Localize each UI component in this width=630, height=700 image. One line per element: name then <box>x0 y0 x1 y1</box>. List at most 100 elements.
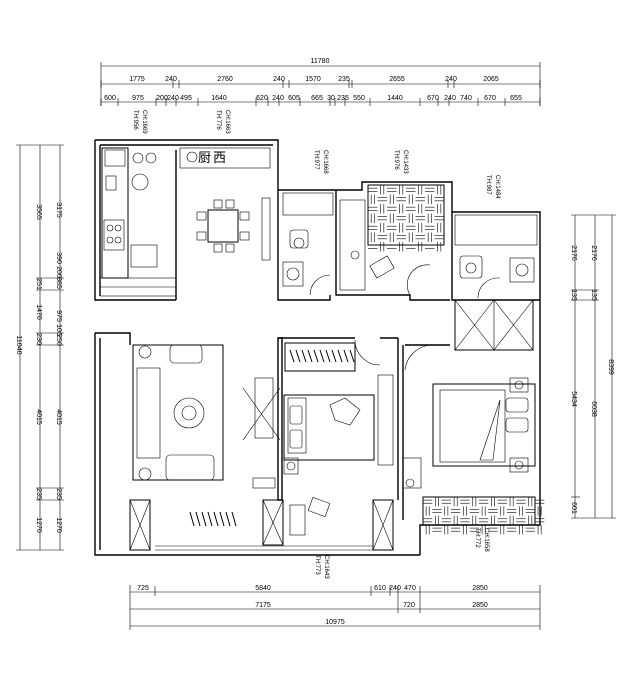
top-dim-2: 240 <box>167 95 179 102</box>
top-dim-2: 1640 <box>211 95 227 102</box>
ch-label: CH:1484 <box>494 175 500 199</box>
top-dim-2: 620 <box>256 95 268 102</box>
left-total-dim: 11040 <box>15 336 22 355</box>
hanger <box>325 349 331 363</box>
top-dim: 2655 <box>389 76 405 83</box>
height-labels: CH:1669 TH:956 CH:1663 TH:776 CH:1668 TH… <box>132 110 500 579</box>
left-dim: 1470 <box>35 304 42 320</box>
right-dim: 2176 <box>570 245 577 261</box>
bottom-dim: 470 <box>404 585 416 592</box>
hanger <box>219 511 225 527</box>
hanger <box>319 349 325 363</box>
top-dim-2: 670 <box>427 95 439 102</box>
left-dim-2: 105 <box>55 324 62 336</box>
top-dim-2: 600 <box>104 95 116 102</box>
ch-label: CH:1669 <box>141 110 147 134</box>
top-dim: 240 <box>445 76 457 83</box>
kitchen-label: 厨 <box>198 151 211 166</box>
hanger <box>231 511 237 527</box>
bottom-total-dim: 10975 <box>325 619 345 626</box>
top-dim-2: 605 <box>288 95 300 102</box>
left-dim-2: 390 <box>55 252 62 264</box>
top-dim-2: 975 <box>132 95 144 102</box>
th-label: TH:956 <box>132 110 138 130</box>
top-dim-2: 665 <box>311 95 323 102</box>
top-dim: 240 <box>165 76 177 83</box>
left-dim-2: 385 <box>55 277 62 289</box>
top-total-dim: 11780 <box>311 58 330 65</box>
bottom-dim: 5840 <box>255 585 271 592</box>
hanger <box>301 349 307 363</box>
th-label: TH:977 <box>313 150 319 170</box>
left-dim-2: 4015 <box>55 409 62 425</box>
hanger <box>189 511 195 527</box>
hanger <box>207 511 213 527</box>
left-dim: 251 <box>35 278 42 290</box>
top-dimensions: 11780 1775 240 2760 240 1570 235 2655 24… <box>100 58 541 106</box>
left-dim: 235 <box>35 488 42 500</box>
left-dim-2: 1270 <box>55 517 62 533</box>
top-dim: 2760 <box>217 76 233 83</box>
right-dim: 601 <box>570 502 577 514</box>
ch-label: CH:1433 <box>402 150 408 174</box>
balcony <box>129 496 394 551</box>
right-dim-2: 2176 <box>590 245 597 261</box>
top-dim-2: 655 <box>510 95 522 102</box>
dining-table <box>196 197 271 261</box>
walls <box>94 139 541 556</box>
hanger <box>307 349 313 363</box>
hanger <box>225 511 231 527</box>
top-dim-2: 30 <box>327 95 335 102</box>
left-dim-2: 3175 <box>55 202 62 218</box>
hanger <box>289 349 295 363</box>
right-dimensions: 8399 2176 135 5434 601 2176 135 6038 <box>570 214 616 519</box>
th-label: TH:772 <box>474 528 480 548</box>
hanger <box>195 511 201 527</box>
th-label: TH:776 <box>215 110 221 130</box>
hanger <box>349 349 355 363</box>
right-total-dim: 8399 <box>607 359 614 375</box>
th-label: TH:976 <box>393 150 399 170</box>
hanger <box>213 511 219 527</box>
top-dim-2: 1440 <box>387 95 403 102</box>
bathroom-2 <box>339 184 445 296</box>
top-dim-2: 670 <box>484 95 496 102</box>
right-dim-2: 135 <box>590 289 597 301</box>
living-room <box>132 344 281 489</box>
bottom-dim-2: 7175 <box>255 602 271 609</box>
hanger <box>201 511 207 527</box>
bottom-dim-2: 2850 <box>472 602 488 609</box>
hanger <box>331 349 337 363</box>
left-dim-2: 235 <box>55 488 62 500</box>
right-dim-2: 6038 <box>590 401 597 417</box>
hanger <box>313 349 319 363</box>
left-dim: 1270 <box>35 517 42 533</box>
ch-label: CH:1668 <box>322 150 328 174</box>
left-dim: 230 <box>35 333 42 345</box>
left-dimensions: 11040 3565 251 1470 230 4015 235 1270 31… <box>15 144 64 551</box>
second-bedroom <box>283 339 394 475</box>
bottom-dimensions: 725 5840 610 240 470 2850 7175 720 2850 … <box>129 585 541 630</box>
kitchen: 厨 西 <box>99 147 271 297</box>
left-dim: 3565 <box>35 204 42 220</box>
top-dim-2: 550 <box>353 95 365 102</box>
bottom-dim: 240 <box>389 585 401 592</box>
top-dim-2: 235 <box>337 95 349 102</box>
wardrobe <box>454 299 534 351</box>
master-bedroom <box>402 344 545 535</box>
right-dim: 135 <box>570 289 577 301</box>
th-label: TH:987 <box>485 175 491 195</box>
ch-label: CH:1663 <box>224 110 230 134</box>
top-dim-2: 240 <box>444 95 456 102</box>
top-dim: 2065 <box>483 76 499 83</box>
top-dim: 1570 <box>305 76 321 83</box>
left-dim-2: 200 <box>55 266 62 278</box>
top-dim-2: 495 <box>180 95 192 102</box>
th-label: TH:773 <box>314 555 320 575</box>
bottom-dim-2: 720 <box>403 602 415 609</box>
ch-label: CH:1643 <box>323 555 329 579</box>
right-dim: 5434 <box>570 391 577 407</box>
bottom-dim: 725 <box>137 585 149 592</box>
bathroom-3 <box>454 214 538 299</box>
